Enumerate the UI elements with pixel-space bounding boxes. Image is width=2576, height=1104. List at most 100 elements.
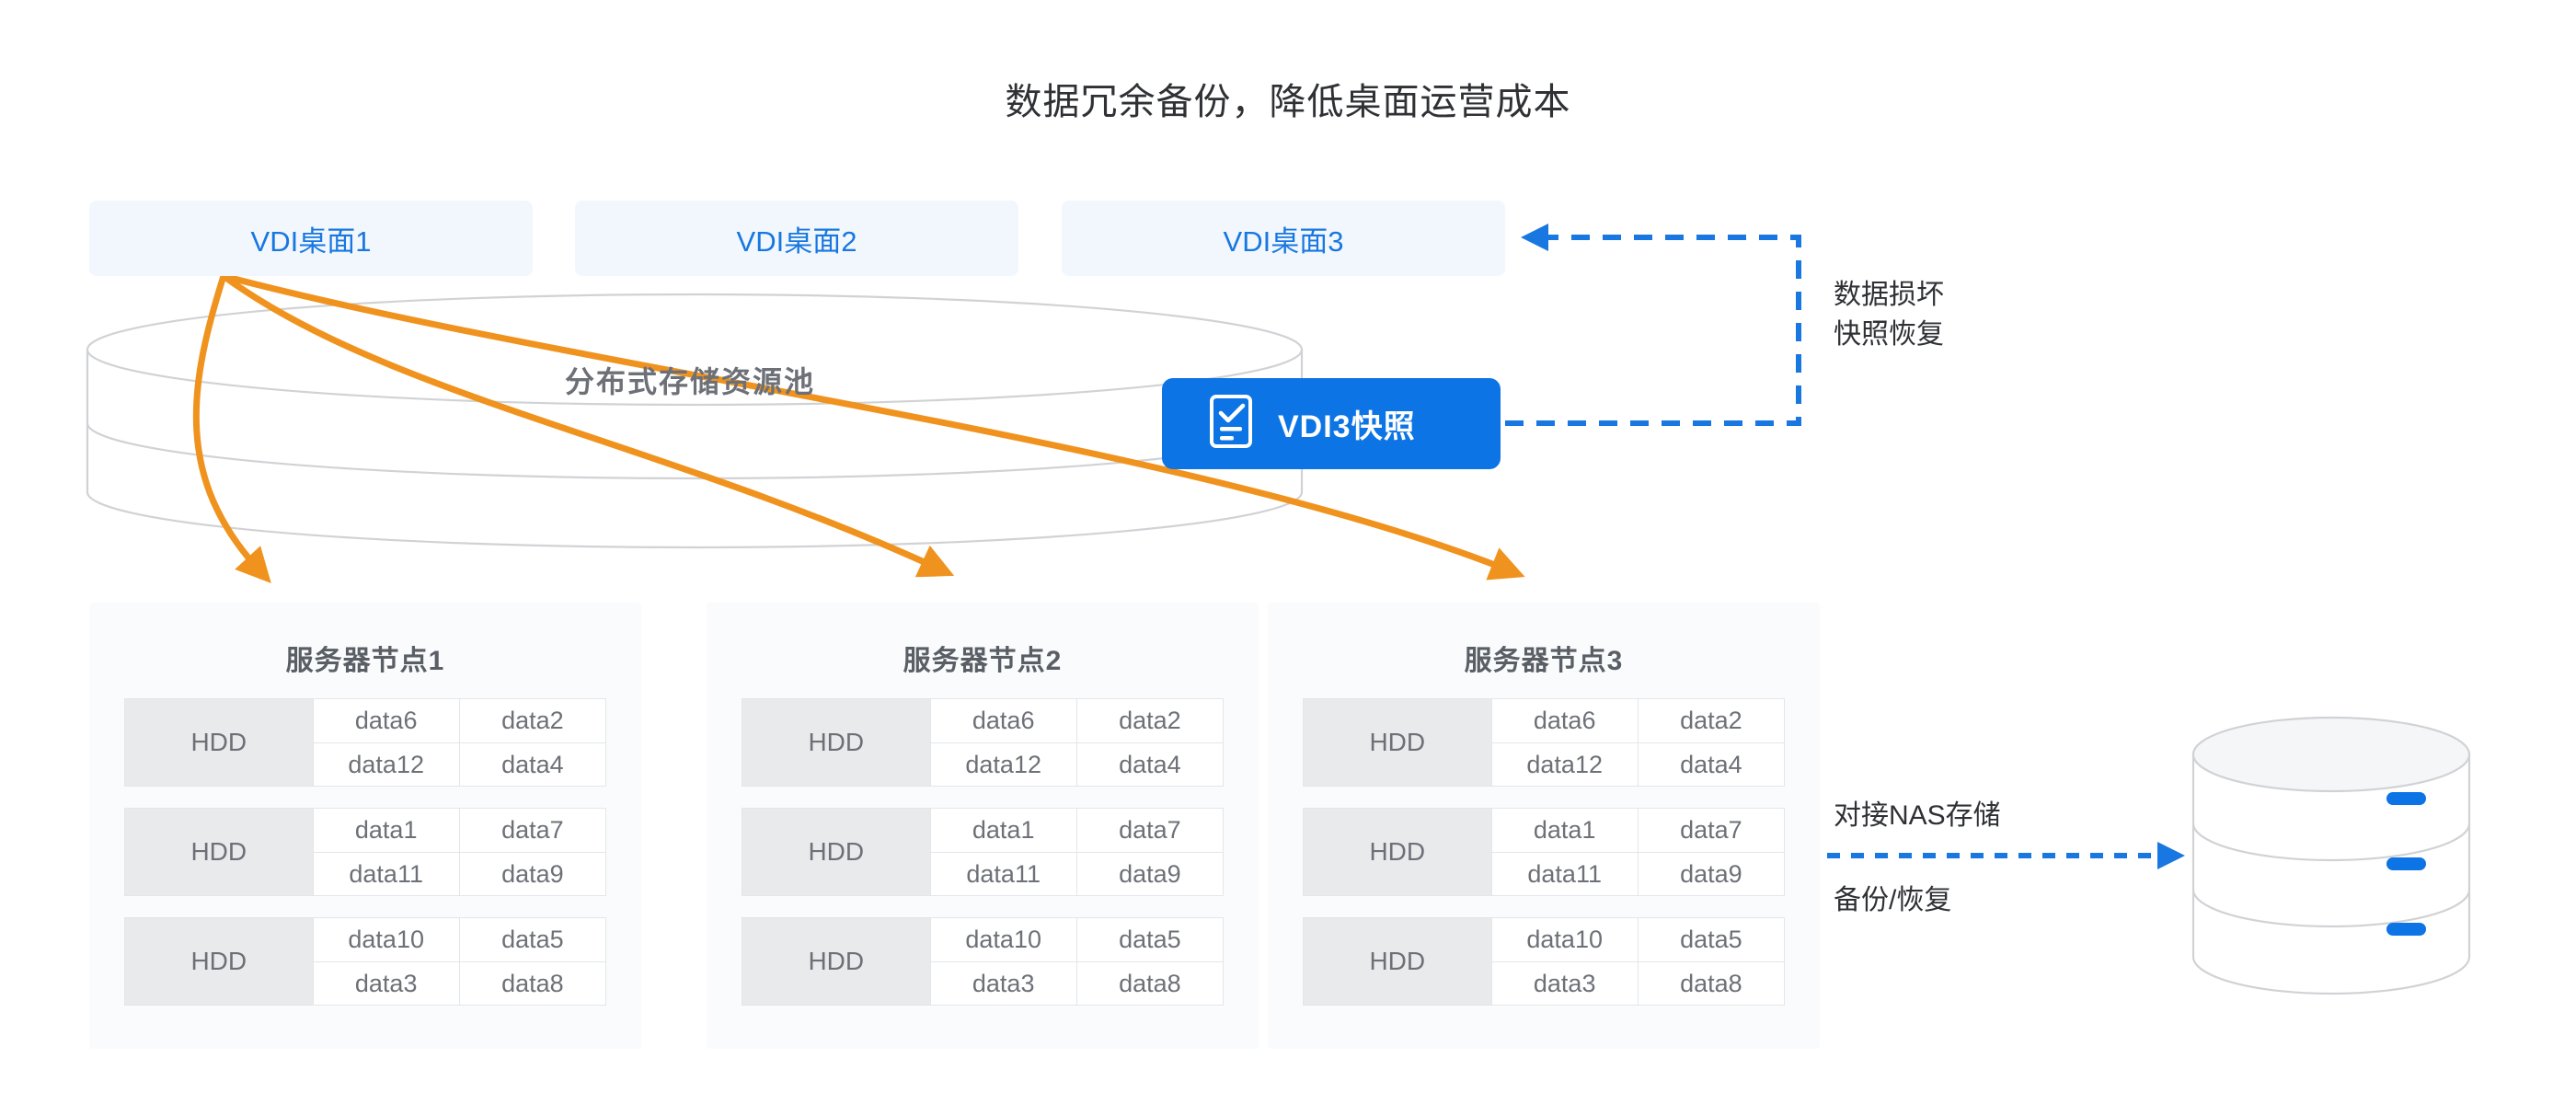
data-cell: data4 bbox=[1637, 742, 1785, 786]
vdi-desktop-2[interactable]: VDI桌面2 bbox=[575, 201, 1018, 276]
nas-backup-annotation: 备份/恢复 bbox=[1834, 885, 1952, 915]
hdd-label: HDD bbox=[1304, 699, 1491, 786]
data-cell: data7 bbox=[458, 809, 606, 852]
snapshot-restore-line-2: 快照恢复 bbox=[1834, 318, 1944, 350]
vdi3-snapshot-label: VDI3快照 bbox=[1278, 409, 1416, 444]
data-cell: data1 bbox=[929, 809, 1076, 852]
hdd-label: HDD bbox=[1304, 809, 1491, 895]
nas-led-3 bbox=[2386, 923, 2426, 936]
data-cell: data2 bbox=[1075, 699, 1224, 742]
data-cell: data12 bbox=[1490, 742, 1638, 786]
hdd-label: HDD bbox=[742, 809, 930, 895]
vdi-desktop-1[interactable]: VDI桌面1 bbox=[89, 201, 533, 276]
data-cell: data2 bbox=[458, 699, 606, 742]
nas-led-1 bbox=[2386, 792, 2426, 805]
data-cell: data12 bbox=[312, 742, 459, 786]
storage-pool-label: 分布式存储资源池 bbox=[564, 365, 815, 398]
hdd-label: HDD bbox=[1304, 918, 1491, 1005]
server-node-3-title: 服务器节点3 bbox=[1464, 646, 1624, 676]
vdi-desktop-3[interactable]: VDI桌面3 bbox=[1062, 201, 1505, 276]
page-title: 数据冗余备份，降低桌面运营成本 bbox=[1005, 82, 1571, 122]
hdd-label: HDD bbox=[125, 918, 313, 1005]
nas-led-2 bbox=[2386, 857, 2426, 870]
vdi-desktop-2-label: VDI桌面2 bbox=[736, 224, 857, 258]
data-cell: data6 bbox=[1490, 699, 1638, 742]
data-cell: data12 bbox=[929, 742, 1076, 786]
vdi-desktop-1-label: VDI桌面1 bbox=[250, 224, 372, 258]
data-cell: data1 bbox=[312, 809, 459, 852]
data-cell: data6 bbox=[929, 699, 1076, 742]
vdi3-snapshot-badge[interactable]: VDI3快照 bbox=[1162, 378, 1501, 469]
snapshot-restore-line-1: 数据损坏 bbox=[1834, 280, 1944, 310]
storage-pool-cylinder bbox=[86, 293, 1304, 549]
data-cell: data8 bbox=[1637, 961, 1785, 1005]
hdd-label: HDD bbox=[742, 699, 930, 786]
data-cell: data1 bbox=[1490, 809, 1638, 852]
data-cell: data8 bbox=[1075, 961, 1224, 1005]
data-cell: data9 bbox=[1637, 852, 1785, 895]
data-cell: data10 bbox=[1490, 918, 1638, 961]
snapshot-restore-arrow bbox=[1505, 224, 1801, 426]
data-cell: data8 bbox=[458, 961, 606, 1005]
data-cell: data4 bbox=[458, 742, 606, 786]
vdi-desktop-3-label: VDI桌面3 bbox=[1223, 224, 1344, 258]
data-cell: data9 bbox=[458, 852, 606, 895]
data-cell: data3 bbox=[929, 961, 1076, 1005]
data-cell: data11 bbox=[1490, 852, 1638, 895]
data-cell: data5 bbox=[1075, 918, 1224, 961]
data-cell: data10 bbox=[929, 918, 1076, 961]
server-node-1-title: 服务器节点1 bbox=[285, 646, 445, 676]
nas-connect-annotation: 对接NAS存储 bbox=[1834, 800, 2001, 831]
replication-arrow-node1 bbox=[192, 272, 271, 583]
checklist-document-icon bbox=[1208, 394, 1254, 454]
data-cell: data9 bbox=[1075, 852, 1224, 895]
data-cell: data7 bbox=[1075, 809, 1224, 852]
hdd-label: HDD bbox=[742, 918, 930, 1005]
data-cell: data5 bbox=[1637, 918, 1785, 961]
data-cell: data11 bbox=[312, 852, 459, 895]
data-cell: data4 bbox=[1075, 742, 1224, 786]
data-cell: data2 bbox=[1637, 699, 1785, 742]
server-node-2-title: 服务器节点2 bbox=[903, 646, 1063, 676]
replication-arrow-node3 bbox=[220, 272, 1525, 581]
snapshot-restore-annotation: 数据损坏 快照恢复 bbox=[1834, 276, 1944, 354]
